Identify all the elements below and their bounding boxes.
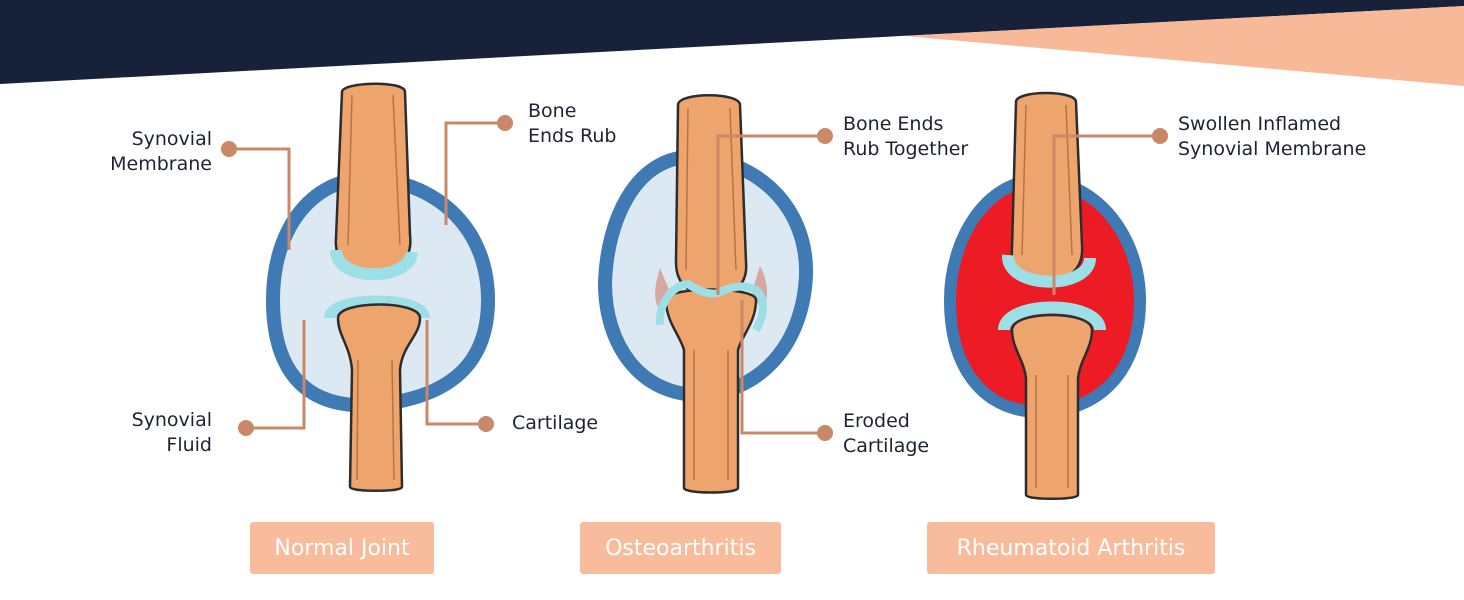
osteo-lower-bone-shading — [693, 350, 729, 480]
normal-lower-cartilage — [324, 295, 430, 321]
label-bone-ends-rub: Bone Ends Rub — [528, 100, 617, 147]
rheuma-upper-bone-shading — [1021, 104, 1073, 256]
label-swollen-membrane: Swollen Inflamed Synovial Membrane — [1178, 113, 1367, 160]
rheuma-lower-cartilage — [998, 301, 1106, 332]
caption-rheumatoid-arthritis: Rheumatoid Arthritis — [927, 522, 1215, 574]
rheuma-leader-dots — [1152, 128, 1168, 144]
header-navy-band — [0, 0, 1464, 84]
rheuma-lower-bone-shading — [1035, 375, 1069, 488]
label-synovial-membrane: Synovial Membrane — [110, 128, 212, 175]
osteo-leaders — [716, 134, 825, 435]
header-peach-accent — [905, 6, 1464, 86]
normal-lower-bone — [336, 303, 422, 492]
rheuma-upper-cartilage — [1002, 254, 1096, 288]
normal-lower-bone-shading — [356, 359, 395, 481]
normal-joint-illustration — [265, 82, 496, 492]
rheuma-leaders — [1052, 134, 1160, 295]
normal-leaders — [229, 121, 505, 430]
label-bone-ends-rub-together: Bone Ends Rub Together — [843, 113, 969, 160]
osteo-joint-illustration — [597, 94, 814, 494]
caption-normal-joint: Normal Joint — [250, 522, 434, 574]
normal-leader-dots — [221, 115, 513, 436]
rheuma-lower-bone — [1010, 313, 1094, 500]
caption-osteoarthritis: Osteoarthritis — [580, 522, 781, 574]
rheuma-joint-illustration — [943, 91, 1147, 500]
label-synovial-fluid: Synovial Fluid — [131, 409, 212, 456]
label-cartilage: Cartilage — [512, 412, 599, 434]
osteo-bone-spur-left — [655, 268, 670, 310]
osteo-leader-dots — [817, 128, 833, 441]
normal-upper-bone-shading — [347, 94, 401, 246]
label-eroded-cartilage: Eroded Cartilage — [843, 410, 930, 457]
normal-upper-cartilage — [330, 248, 418, 281]
